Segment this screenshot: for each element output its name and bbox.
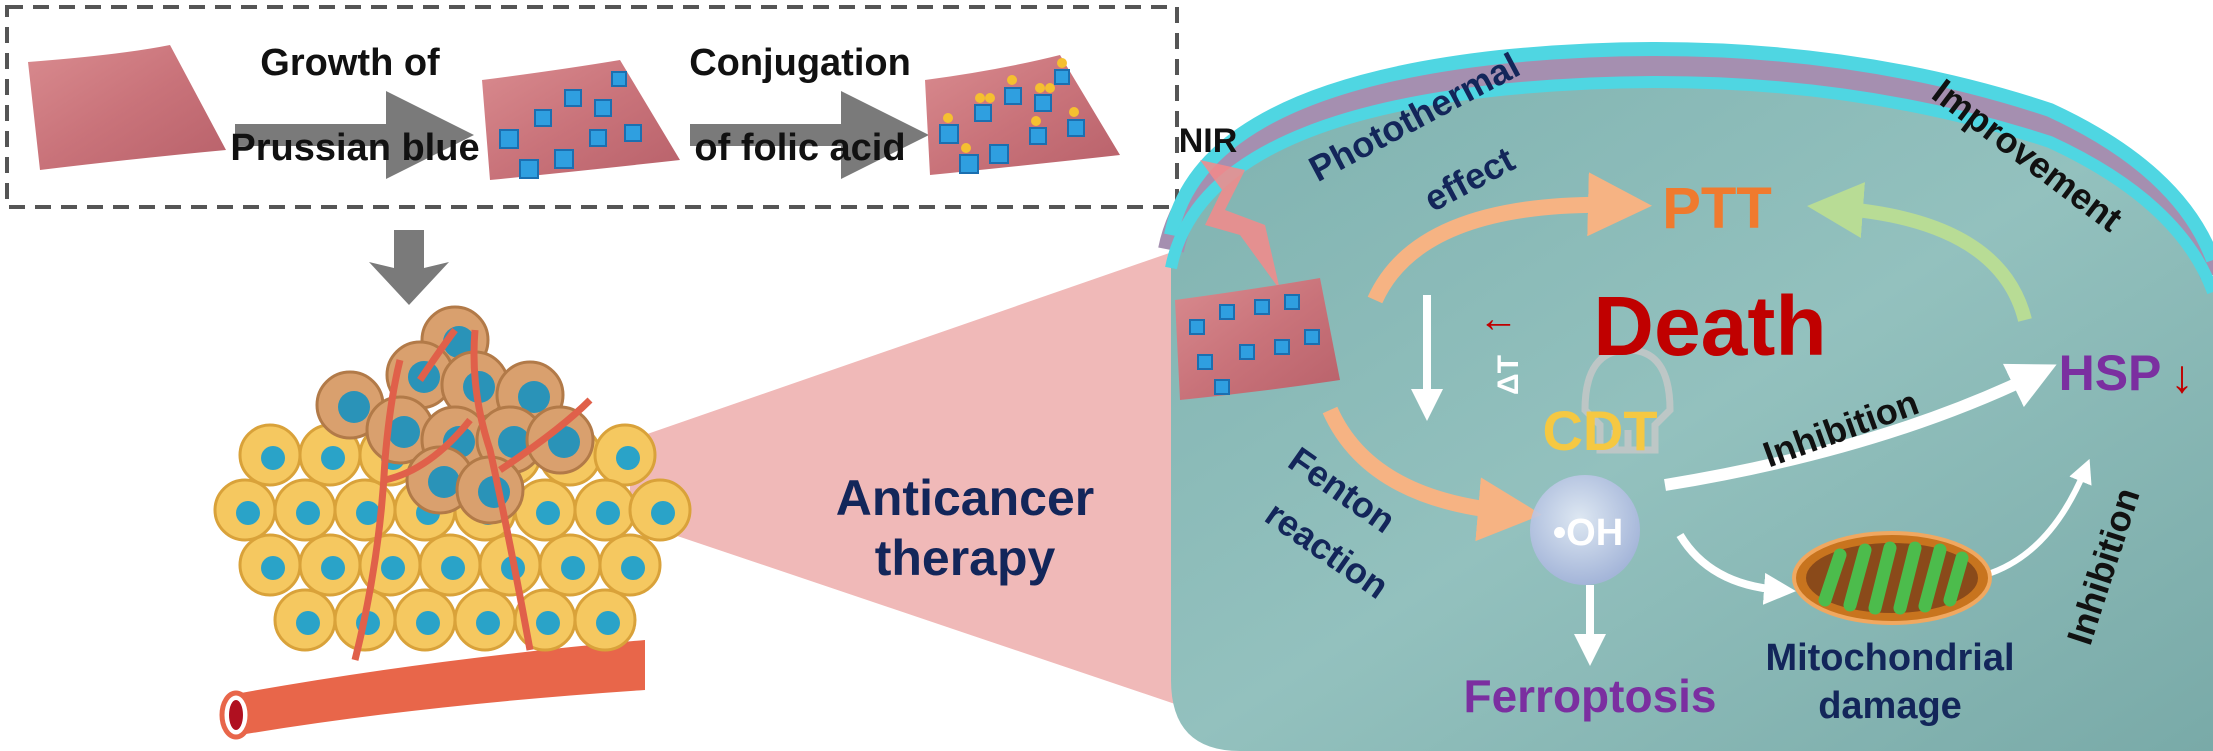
zoom-cone	[630, 250, 1178, 705]
skull-icon	[1581, 346, 1674, 454]
nanosheet-cubes	[1189, 294, 1320, 395]
hsp-down-arrow: ↓	[2171, 350, 2194, 402]
tumor-nucleus	[498, 426, 530, 458]
step1-label-top: Growth of	[260, 42, 440, 84]
cell-nucleus	[296, 501, 320, 525]
hydroxyl-radical-bubble	[1530, 475, 1640, 585]
vessel-lumen	[229, 700, 243, 730]
tumor-nucleus	[338, 391, 370, 423]
arrow-photothermal	[1367, 172, 1652, 304]
cell-nucleus	[381, 556, 405, 580]
arrow-fenton	[1322, 406, 1542, 542]
pb-nanosheet	[482, 60, 680, 180]
arrow-improvement	[1807, 182, 2032, 322]
mitochondrial-label: Mitochondrial	[1765, 637, 2014, 679]
fa-pb-nanosheet	[925, 55, 1120, 175]
temperature-up-arrow: ↑	[1474, 315, 1518, 335]
tumor-vessel	[498, 397, 593, 473]
arrow-inhibition-top	[1664, 363, 2057, 491]
cell-nucleus	[536, 501, 560, 525]
cell-membrane	[1158, 51, 2213, 280]
tumor-nucleus	[388, 416, 420, 448]
tumor-vessel	[351, 359, 404, 661]
tumor-nucleus	[518, 381, 550, 413]
cell-nucleus	[261, 446, 285, 470]
step2-label-top: Conjugation	[689, 42, 911, 84]
tumor-vessel	[470, 329, 534, 651]
cell-nucleus	[321, 556, 345, 580]
cell-nucleus	[561, 556, 585, 580]
ferroptosis-label: Ferroptosis	[1463, 670, 1716, 722]
prussian-blue-cubes	[499, 71, 642, 179]
tumor-vessel	[417, 327, 458, 382]
cell-nucleus	[236, 501, 260, 525]
down-arrow	[369, 230, 449, 305]
arrow-inhibition-right	[1984, 458, 2092, 578]
hsp-label: HSP	[2059, 345, 2162, 401]
cell-nucleus	[356, 501, 380, 525]
cell-nucleus	[441, 556, 465, 580]
hydroxyl-label: •OH	[1553, 512, 1623, 554]
cell-nucleus	[321, 446, 345, 470]
tumor-nucleus	[428, 466, 460, 498]
cell-nucleus	[651, 501, 675, 525]
cell-nucleus	[596, 501, 620, 525]
death-label: Death	[1593, 279, 1826, 373]
step2-label-bottom: of folic acid	[694, 127, 905, 169]
cell-nucleus	[596, 611, 620, 635]
ptt-label: PTT	[1662, 176, 1772, 241]
cell-nucleus	[621, 556, 645, 580]
cell-nucleus	[296, 611, 320, 635]
folic-acid-cubes	[939, 58, 1085, 174]
damage-label: damage	[1818, 685, 1962, 727]
bare-nanosheet	[28, 45, 226, 170]
cell-nucleus	[536, 611, 560, 635]
tumor-vessel	[384, 417, 473, 484]
mitochondrion-icon	[1792, 531, 1992, 625]
delta-t-label: ΔT	[1492, 355, 1525, 395]
blood-vessel	[230, 640, 645, 735]
cell-nucleus	[616, 446, 640, 470]
cell-nucleus	[476, 611, 500, 635]
anticancer-label: Anticancer	[836, 470, 1094, 526]
tumor-illustration	[213, 305, 692, 740]
step1-label-bottom: Prussian blue	[230, 127, 479, 169]
arrow-mitochondria	[1676, 532, 1796, 605]
nir-laser-icon	[1200, 160, 1280, 290]
therapy-label: therapy	[875, 530, 1056, 586]
cdt-label: CDT	[1542, 399, 1657, 462]
nir-label: NIR	[1179, 122, 1238, 160]
cell-nucleus	[416, 611, 440, 635]
synthesis-box	[5, 5, 1179, 209]
cell-nucleus	[261, 556, 285, 580]
